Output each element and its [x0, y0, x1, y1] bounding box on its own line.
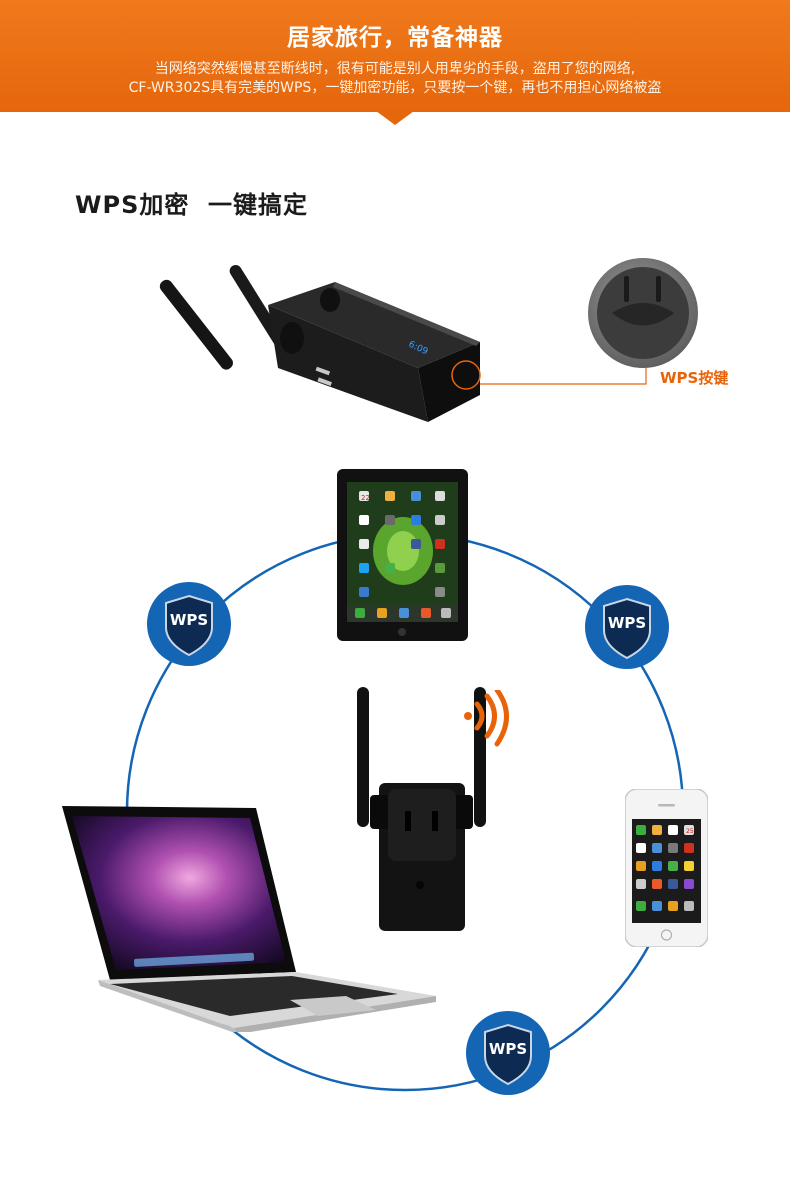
- section-heading: WPS加密 一键搞定: [75, 191, 309, 219]
- tablet-device: 22: [337, 469, 468, 641]
- wps-shield-right: WPS: [584, 584, 670, 670]
- wps-shield-text: WPS: [488, 1040, 528, 1058]
- banner-description-line-2: CF-WR302S具有完美的WPS，一键加密功能，只要按一个键，再也不用担心网络…: [128, 80, 662, 96]
- laptop-device: [62, 806, 436, 1032]
- wps-shield-text: WPS: [169, 611, 209, 629]
- wps-shield-left: WPS: [146, 581, 232, 667]
- wifi-signal-icon: [464, 690, 509, 747]
- wps-button-highlight: [451, 360, 481, 390]
- router-product-image: 6:09: [159, 264, 481, 422]
- banner-pointer: [376, 111, 414, 125]
- tablet-calendar-date: 22: [361, 494, 370, 502]
- wps-shield-bottom: WPS: [465, 1010, 551, 1096]
- banner-description-line-1: 当网络突然缓慢甚至断线时，很有可能是别人用卑劣的手段，盗用了您的网络,: [154, 61, 636, 77]
- callout-line: [480, 360, 647, 385]
- antenna-front: [159, 279, 233, 370]
- wps-button-label: WPS按键: [660, 369, 729, 387]
- wps-shield-text: WPS: [607, 614, 647, 632]
- wps-button-zoom: [588, 258, 698, 368]
- header-banner: 居家旅行，常备神器 当网络突然缓慢甚至断线时，很有可能是别人用卑劣的手段，盗用了…: [0, 0, 790, 112]
- phone-device: 25: [625, 789, 708, 947]
- banner-title: 居家旅行，常备神器: [287, 25, 503, 51]
- phone-calendar-date: 25: [686, 828, 694, 835]
